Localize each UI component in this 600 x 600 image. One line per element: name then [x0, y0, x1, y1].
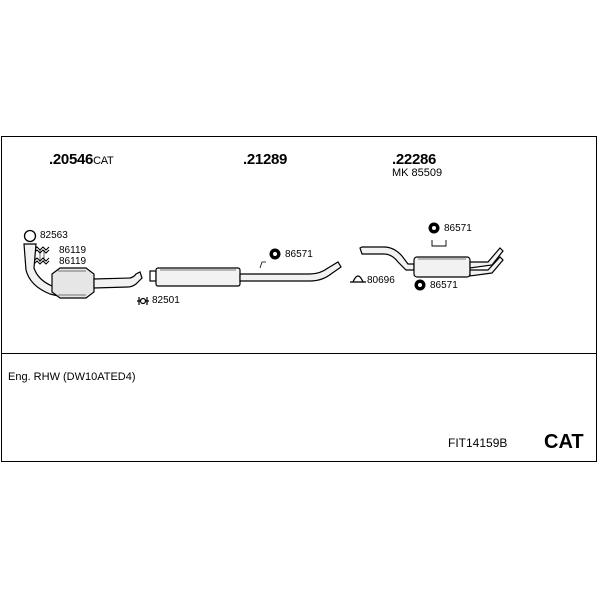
callout-86119: 86119 [59, 256, 87, 267]
clamp-ring-icon [23, 229, 37, 243]
part-number-rear: .22286 [392, 151, 437, 168]
section-divider [1, 353, 597, 354]
part-number-middle: .21289 [243, 151, 288, 168]
clamp-icon [350, 275, 366, 283]
callout-82501: 82501 [152, 295, 180, 306]
rear-silencer [359, 240, 504, 278]
diagram-frame [1, 136, 597, 462]
part-number-front: .20546CAT [49, 151, 114, 168]
callout-80696: 80696 [367, 275, 395, 286]
catalyst-badge: CAT [544, 431, 584, 453]
kit-code: FIT14159B [448, 436, 508, 450]
rubber-mount-icon [428, 222, 440, 234]
callout-82563: 82563 [40, 230, 68, 241]
part-number-front-suffix: CAT [93, 155, 114, 167]
part-number-front-value: .20546 [49, 151, 94, 168]
pipe-clamp-icon [137, 297, 149, 305]
callout-86119: 86119 [59, 245, 87, 256]
rubber-mount-icon [269, 248, 281, 260]
rubber-mount-icon [414, 279, 426, 291]
engine-code: Eng. RHW (DW10ATED4) [8, 371, 136, 383]
mounting-kit-number: MK 85509 [392, 167, 443, 179]
front-pipe-catalyst [23, 243, 143, 299]
middle-silencer [149, 261, 342, 287]
callout-86571: 86571 [444, 223, 472, 234]
callout-86571: 86571 [285, 249, 313, 260]
callout-86571: 86571 [430, 280, 458, 291]
